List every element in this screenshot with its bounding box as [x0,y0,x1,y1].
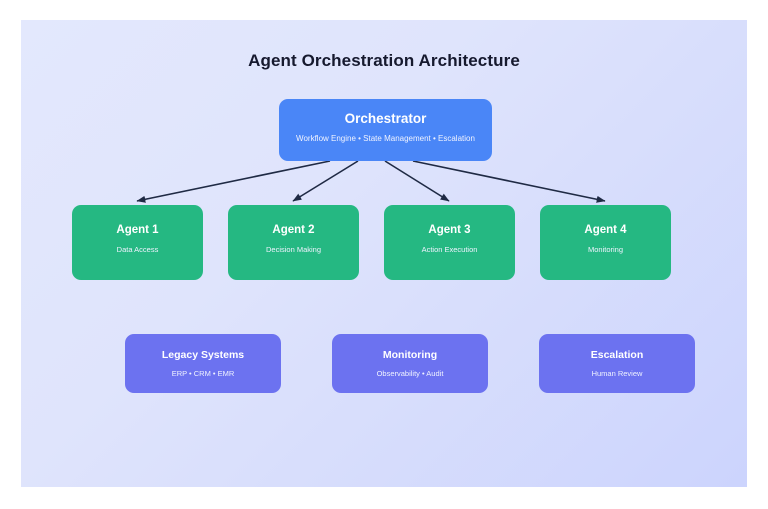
node-monitoring-subtitle: Observability • Audit [376,368,444,378]
node-escalation-subtitle: Human Review [591,368,643,378]
node-orchestrator-subtitle: Workflow Engine • State Management • Esc… [296,134,475,144]
node-orchestrator-title: Orchestrator [344,111,427,126]
node-agent-1[interactable]: Agent 1 Data Access [72,205,203,280]
node-monitoring[interactable]: Monitoring Observability • Audit [332,334,488,393]
node-legacy-systems[interactable]: Legacy Systems ERP • CRM • EMR [125,334,281,393]
node-orchestrator[interactable]: Orchestrator Workflow Engine • State Man… [279,99,492,161]
node-agent-2[interactable]: Agent 2 Decision Making [228,205,359,280]
node-agent-4-subtitle: Monitoring [587,244,624,254]
node-legacy-systems-subtitle: ERP • CRM • EMR [171,368,235,378]
node-agent-3-title: Agent 3 [428,224,471,236]
connector-orchestrator-to-agent-4 [412,160,606,203]
node-escalation[interactable]: Escalation Human Review [539,334,695,393]
connector-orchestrator-to-agent-1 [136,160,331,203]
page-title: Agent Orchestration Architecture [248,51,520,70]
node-monitoring-title: Monitoring [382,349,438,361]
node-agent-1-subtitle: Data Access [116,244,159,254]
node-escalation-title: Escalation [590,349,644,361]
node-agent-3[interactable]: Agent 3 Action Execution [384,205,515,280]
node-agent-3-subtitle: Action Execution [421,244,478,254]
node-legacy-systems-title: Legacy Systems [161,349,245,361]
connector-orchestrator-to-agent-3 [384,160,450,202]
node-agent-4-title: Agent 4 [584,224,627,236]
node-agent-2-title: Agent 2 [272,224,315,236]
node-agent-1-title: Agent 1 [116,224,159,236]
connector-orchestrator-to-agent-2 [292,160,359,202]
diagram-panel: Agent Orchestration Architecture Orchest… [21,20,747,487]
node-agent-2-subtitle: Decision Making [265,244,322,254]
node-agent-4[interactable]: Agent 4 Monitoring [540,205,671,280]
